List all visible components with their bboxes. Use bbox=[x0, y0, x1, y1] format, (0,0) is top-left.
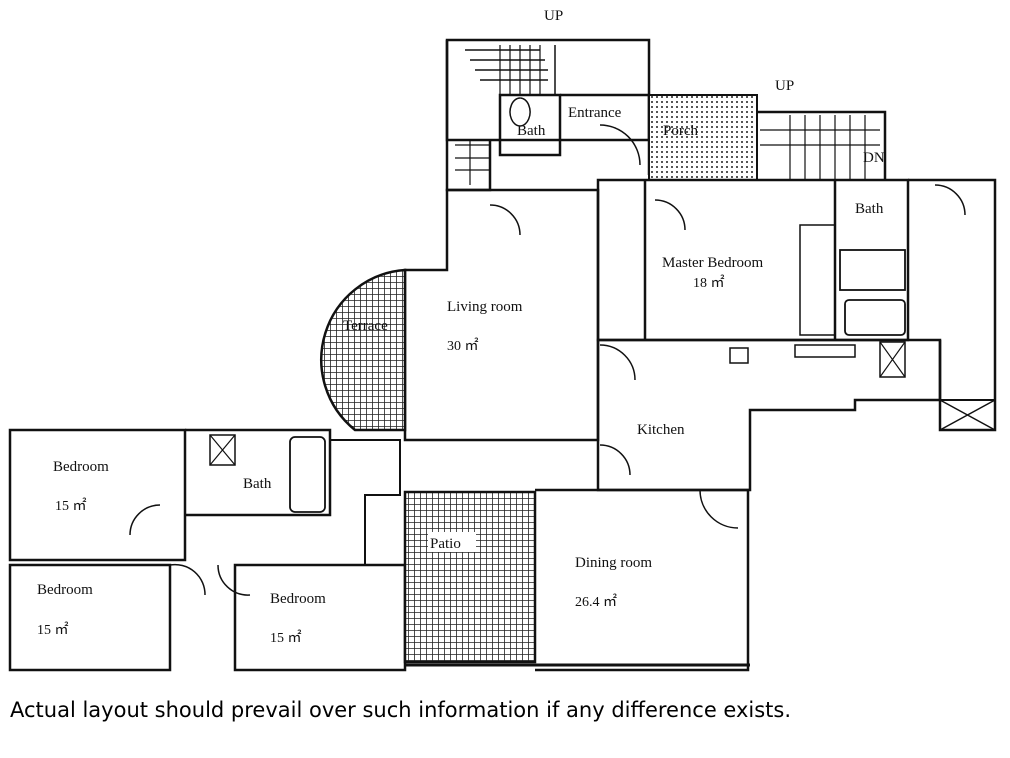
label-up-top: UP bbox=[544, 8, 563, 24]
floor-plan: UP UP DN Bath Entrance Porch Bath Master… bbox=[8, 8, 997, 672]
label-entrance: Entrance bbox=[568, 105, 622, 121]
label-up-right: UP bbox=[775, 78, 794, 94]
label-dn: DN bbox=[863, 150, 885, 166]
label-terrace: Terrace bbox=[343, 318, 388, 334]
label-bedroom-2-area: 15 ㎡ bbox=[37, 622, 69, 638]
label-master-area: 18 ㎡ bbox=[693, 275, 725, 291]
label-bath-lower: Bath bbox=[243, 476, 272, 492]
label-patio: Patio bbox=[430, 536, 461, 552]
label-master-bedroom: Master Bedroom bbox=[662, 255, 764, 271]
label-living-area: 30 ㎡ bbox=[447, 338, 479, 354]
label-bedroom-2: Bedroom bbox=[37, 582, 93, 598]
label-kitchen: Kitchen bbox=[637, 422, 685, 438]
label-bedroom-3-area: 15 ㎡ bbox=[270, 630, 302, 646]
label-porch: Porch bbox=[663, 123, 698, 139]
bath-top-room bbox=[498, 93, 562, 157]
dining-room-walls bbox=[535, 488, 750, 672]
label-bedroom-1-area: 15 ㎡ bbox=[55, 498, 87, 514]
label-bedroom-1: Bedroom bbox=[53, 459, 109, 475]
disclaimer-text: Actual layout should prevail over such i… bbox=[10, 698, 792, 722]
label-dining-room: Dining room bbox=[575, 555, 652, 571]
label-living-room: Living room bbox=[447, 299, 523, 315]
label-dining-area: 26.4 ㎡ bbox=[575, 594, 617, 610]
top-stair-block bbox=[445, 38, 651, 142]
bedroom-1-room bbox=[8, 428, 187, 562]
label-bedroom-3: Bedroom bbox=[270, 591, 326, 607]
bedroom-2-room bbox=[8, 563, 172, 672]
living-room-walls bbox=[403, 188, 600, 442]
bedroom-3-room bbox=[233, 563, 407, 672]
label-bath-top: Bath bbox=[517, 123, 546, 139]
label-bath-master: Bath bbox=[855, 201, 884, 217]
